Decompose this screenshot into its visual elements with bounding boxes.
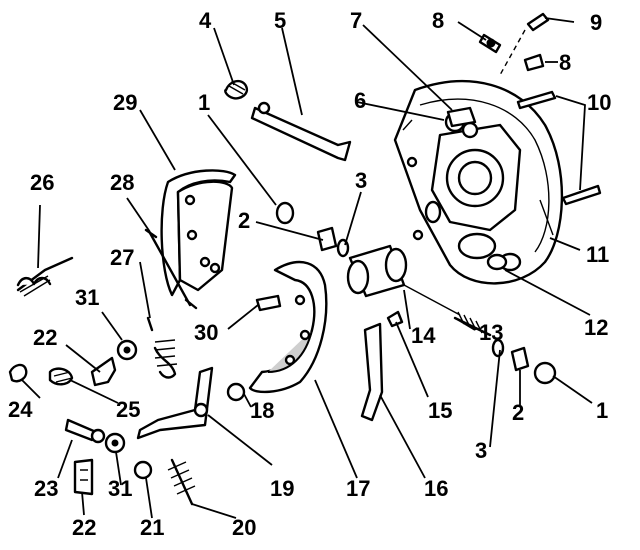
bushing-18	[226, 382, 246, 402]
piston-2-right	[510, 346, 530, 372]
boot-1-left	[275, 201, 295, 225]
callout-26: 26	[30, 170, 54, 195]
lever-16	[360, 322, 384, 422]
callout-30: 30	[194, 320, 218, 345]
callout-22-bottom: 22	[72, 515, 96, 540]
lever-5	[250, 101, 352, 162]
spring-25	[48, 367, 74, 386]
bleeder-screw-9	[499, 12, 550, 76]
spring-27	[146, 316, 178, 379]
callout-2-left: 2	[238, 208, 250, 233]
spring-15	[386, 310, 404, 328]
callout-31-bottom: 31	[108, 476, 132, 501]
callout-1-right: 1	[596, 398, 608, 423]
callout-2-right: 2	[512, 400, 524, 425]
callout-19: 19	[270, 476, 294, 501]
callout-18: 18	[250, 398, 274, 423]
piston-2-left	[316, 226, 338, 252]
lever-19	[136, 366, 214, 440]
plate-6	[446, 106, 477, 128]
callout-9: 9	[590, 10, 602, 35]
callout-4: 4	[199, 8, 212, 33]
grommet-12	[486, 253, 508, 271]
spring-24	[8, 363, 28, 383]
callout-31-top: 31	[75, 285, 99, 310]
spring-4	[224, 79, 249, 100]
callout-20: 20	[232, 515, 256, 540]
callout-3-top: 3	[355, 168, 367, 193]
callout-10: 10	[587, 90, 611, 115]
clip-22-top	[90, 356, 117, 387]
rod-28	[144, 228, 198, 310]
callout-8-top: 8	[432, 8, 444, 33]
leader-lines	[21, 17, 593, 519]
callout-15: 15	[428, 398, 452, 423]
callout-3-bottom: 3	[475, 438, 487, 463]
callout-1-top: 1	[198, 90, 210, 115]
callout-25: 25	[116, 397, 140, 422]
callout-24: 24	[8, 397, 33, 422]
callout-13: 13	[479, 320, 503, 345]
washer-31-bottom	[104, 432, 126, 454]
callout-labels: 4 5 7 8 9 8 10 6 29 1 26 28 3 2 27 11 31…	[8, 8, 611, 540]
washer-31-top	[116, 339, 138, 361]
wheel-cylinder-14	[346, 244, 461, 316]
adjuster-30	[255, 294, 282, 312]
callout-29: 29	[113, 90, 137, 115]
callout-7: 7	[350, 8, 362, 33]
callout-12: 12	[584, 315, 608, 340]
callout-22-top: 22	[33, 325, 57, 350]
brake-shoe-17	[248, 260, 328, 394]
boot-1-right	[533, 361, 557, 385]
spring-20	[167, 458, 196, 506]
washer-21	[133, 460, 153, 480]
clip-22-bottom	[73, 458, 94, 496]
spring-26	[16, 256, 74, 297]
callout-23: 23	[34, 476, 58, 501]
bolt-8-right	[523, 53, 545, 72]
brake-shoe-29	[160, 169, 237, 297]
callout-16: 16	[424, 476, 448, 501]
callout-11: 11	[586, 242, 609, 267]
callout-27: 27	[110, 245, 134, 270]
callout-17: 17	[346, 476, 370, 501]
callout-14: 14	[411, 323, 436, 348]
callout-28: 28	[110, 170, 134, 195]
callout-5: 5	[274, 8, 286, 33]
callout-8-right: 8	[559, 50, 571, 75]
pin-23	[64, 418, 106, 444]
backing-plate	[393, 79, 564, 285]
callout-21: 21	[140, 515, 164, 540]
callout-6: 6	[354, 88, 366, 113]
bolt-10-pair	[516, 90, 602, 206]
